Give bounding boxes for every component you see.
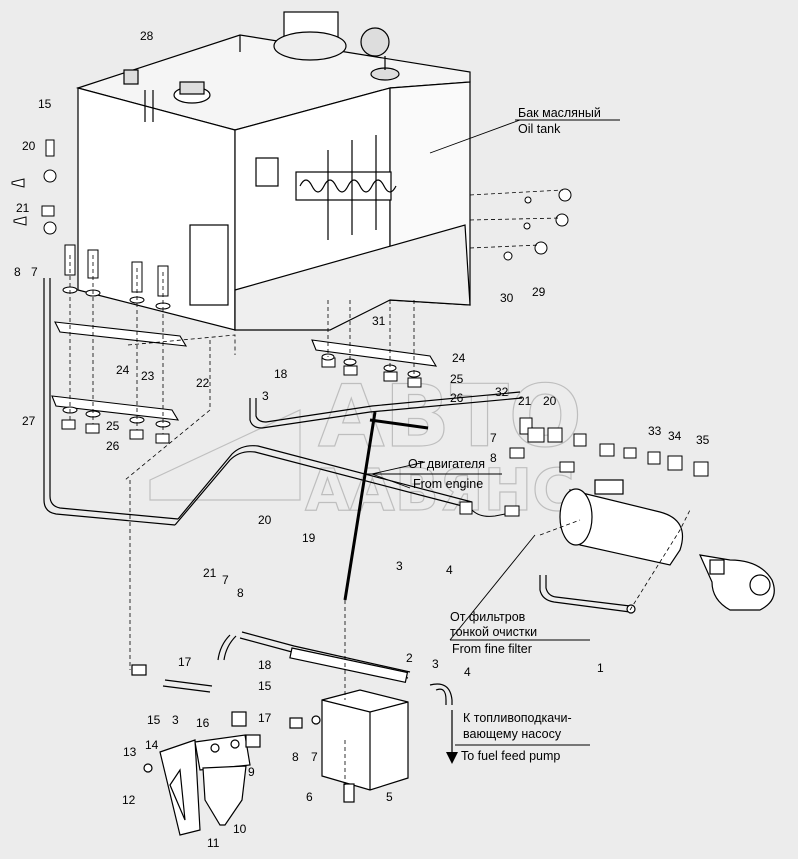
lower-pipes xyxy=(162,631,453,705)
part-label-17a: 17 xyxy=(178,655,192,669)
part-label-8a: 8 xyxy=(14,265,21,279)
part-label-27: 27 xyxy=(22,414,36,428)
watermark: АВТО ААВЯНС xyxy=(149,366,582,525)
part-label-31: 31 xyxy=(372,314,386,328)
watermark-line1: АВТО xyxy=(318,367,582,467)
part-label-8c: 8 xyxy=(237,586,244,600)
oil-tank-label-ru: Бак масляный xyxy=(518,106,601,120)
part-label-17b: 17 xyxy=(258,711,272,725)
fuel-filter-assembly xyxy=(131,664,261,836)
part-label-30: 30 xyxy=(500,291,514,305)
leader-lines xyxy=(365,119,620,746)
part-label-26a: 26 xyxy=(450,391,464,405)
part-label-18b: 18 xyxy=(258,658,272,672)
box-5 xyxy=(289,689,409,803)
part-label-1: 1 xyxy=(597,661,604,675)
part-label-13: 13 xyxy=(123,745,137,759)
part-label-3a: 3 xyxy=(262,389,269,403)
fuel-pump-label-en: To fuel feed pump xyxy=(461,749,560,763)
from-engine-label-ru: От двигателя xyxy=(408,457,485,471)
part-label-18a: 18 xyxy=(274,367,288,381)
part-label-21c: 21 xyxy=(203,566,217,580)
mounting-brackets xyxy=(51,321,438,421)
part-label-29: 29 xyxy=(532,285,546,299)
fuel-pump-arrow xyxy=(446,710,458,764)
from-engine-label-en: From engine xyxy=(413,477,483,491)
part-label-7b: 7 xyxy=(490,431,497,445)
part-label-8d: 8 xyxy=(292,750,299,764)
part-label-19: 19 xyxy=(302,531,316,545)
part-label-15c: 15 xyxy=(147,713,161,727)
part-label-15b: 15 xyxy=(258,679,272,693)
oil-tank-label-en: Oil tank xyxy=(518,122,561,136)
part-label-21a: 21 xyxy=(16,201,30,215)
pipe-1 xyxy=(539,575,636,614)
part-label-7d: 7 xyxy=(311,750,318,764)
part-label-11: 11 xyxy=(207,836,220,850)
fuel-pump-label-ru2: вающему насосу xyxy=(463,727,562,741)
fuel-pump-label-ru1: К топливоподкачи- xyxy=(463,711,572,725)
right-fittings xyxy=(459,417,709,517)
part-label-4a: 4 xyxy=(446,563,453,577)
part-label-15a: 15 xyxy=(38,97,52,111)
part-label-3d: 3 xyxy=(172,713,179,727)
part-label-4b: 4 xyxy=(464,665,471,679)
part-label-28: 28 xyxy=(140,29,154,43)
part-label-14: 14 xyxy=(145,738,159,752)
part-label-6: 6 xyxy=(306,790,313,804)
part-label-24a: 24 xyxy=(452,351,466,365)
part-label-2: 2 xyxy=(406,651,413,665)
part-label-12: 12 xyxy=(122,793,136,807)
pipes-32-19 xyxy=(249,391,523,601)
assembly-dashed-lines xyxy=(69,189,691,785)
part-label-10: 10 xyxy=(233,822,247,836)
part-label-23: 23 xyxy=(141,369,155,383)
watermark-line2: ААВЯНС xyxy=(305,456,575,524)
part-label-8b: 8 xyxy=(490,451,497,465)
cylinder-unit xyxy=(559,479,775,611)
part-label-7c: 7 xyxy=(222,573,229,587)
part-label-32: 32 xyxy=(495,385,509,399)
part-label-20c: 20 xyxy=(258,513,272,527)
watermark-emblem xyxy=(149,409,301,501)
pipe-27 xyxy=(43,278,473,526)
part-label-21b: 21 xyxy=(518,394,532,408)
part-label-35: 35 xyxy=(696,433,710,447)
oil-tank xyxy=(75,11,471,331)
fine-filter-label-en: From fine filter xyxy=(452,642,532,656)
part-label-25a: 25 xyxy=(450,372,464,386)
part-label-22: 22 xyxy=(196,376,210,390)
part-label-3b: 3 xyxy=(396,559,403,573)
part-label-7a: 7 xyxy=(31,265,38,279)
part-label-34: 34 xyxy=(668,429,682,443)
part-label-20a: 20 xyxy=(22,139,36,153)
part-label-20b: 20 xyxy=(543,394,557,408)
part-label-33: 33 xyxy=(648,424,662,438)
part-label-9: 9 xyxy=(248,765,255,779)
part-label-16: 16 xyxy=(196,716,210,730)
fine-filter-label-ru1: От фильтров xyxy=(450,610,526,624)
part-label-26b: 26 xyxy=(106,439,120,453)
part-label-25b: 25 xyxy=(106,419,120,433)
part-label-5: 5 xyxy=(386,790,393,804)
callout-texts: Бак масляный Oil tank От двигателя From … xyxy=(408,106,601,763)
part-label-24b: 24 xyxy=(116,363,130,377)
part-label-3c: 3 xyxy=(432,657,439,671)
fine-filter-label-ru2: тонкой очистки xyxy=(450,625,537,639)
